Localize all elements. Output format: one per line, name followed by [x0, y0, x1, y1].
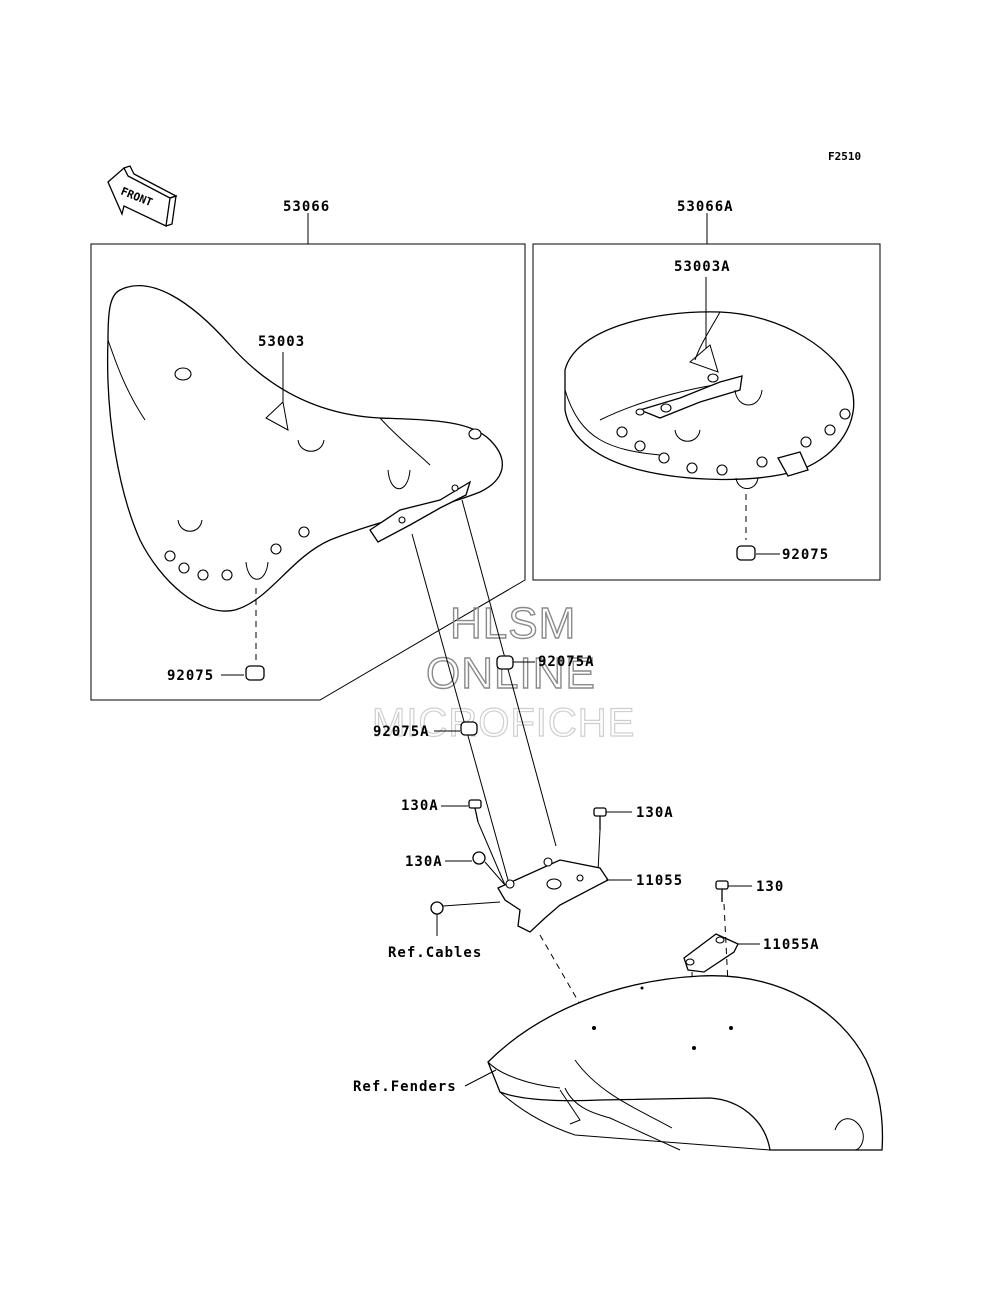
label-ref-cables: Ref.Cables	[388, 945, 482, 961]
label-53003a: 53003A	[674, 259, 731, 275]
watermark-line3: MICROFICHE	[372, 701, 635, 745]
solo-seat-drawing: 53003 92075	[106, 285, 503, 684]
seat-assembly-a-box: 53066A	[532, 199, 881, 581]
label-92075a-upper: 92075A	[538, 654, 595, 670]
label-130a-lower: 130A	[405, 854, 443, 870]
label-11055: 11055	[636, 873, 683, 889]
dual-seat-drawing: 53003A 92075	[564, 259, 855, 563]
label-92075a-lower: 92075A	[373, 724, 430, 740]
label-53003: 53003	[258, 334, 305, 350]
label-53066a: 53066A	[677, 199, 734, 215]
figure-code: F2510	[828, 150, 861, 163]
label-53066: 53066	[283, 199, 330, 215]
label-11055a: 11055A	[763, 937, 820, 953]
damper-a-parts: 92075A 92075A	[373, 654, 595, 740]
seat-assembly-box: 53066	[90, 199, 526, 701]
label-130a-upper: 130A	[401, 798, 439, 814]
label-92075-left: 92075	[167, 668, 214, 684]
label-130a-right: 130A	[636, 805, 674, 821]
label-ref-fenders: Ref.Fenders	[353, 1079, 457, 1095]
watermark-line1: HLSM	[450, 599, 576, 648]
front-arrow-icon: FRONT	[107, 165, 178, 227]
ref-cables-part: Ref.Cables	[388, 901, 501, 961]
label-92075-right: 92075	[782, 547, 829, 563]
bolt-130a-parts: 130A 130A 130A	[401, 798, 674, 886]
bolt-130-part: 130	[715, 879, 784, 902]
watermark: HLSM ONLINE MICROFICHE	[371, 598, 635, 745]
fender-drawing: Ref.Fenders	[353, 975, 884, 1151]
bracket-11055: 11055	[497, 857, 683, 933]
bracket-11055a: 11055A	[683, 933, 820, 973]
label-130: 130	[756, 879, 784, 895]
assembly-leaders	[411, 499, 557, 881]
